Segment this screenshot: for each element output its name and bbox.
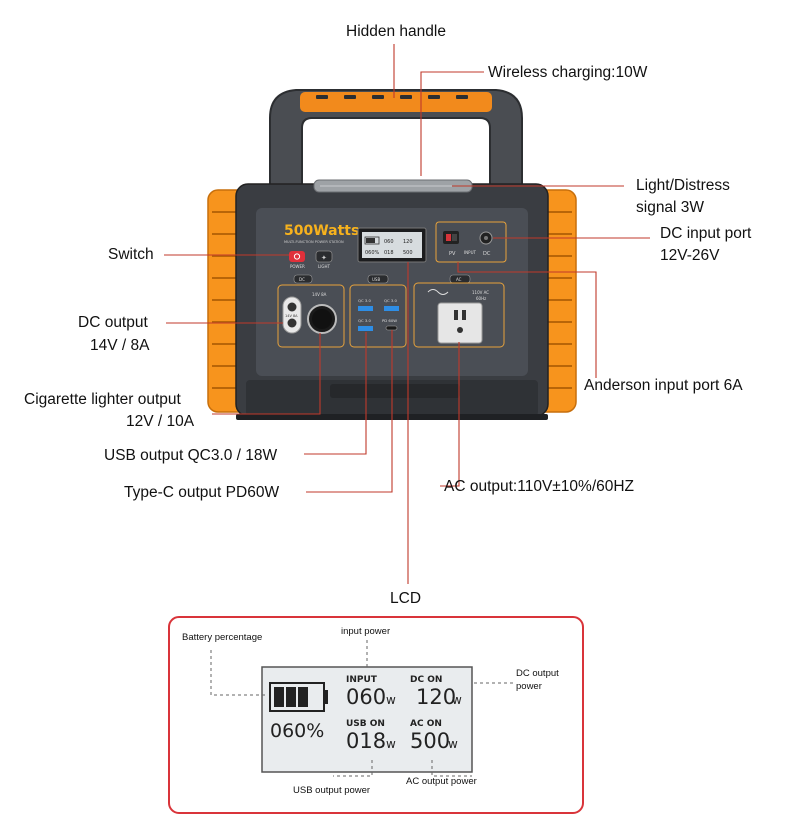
label-typec-output: Type-C output PD60W	[124, 484, 280, 501]
lcd-battery-value: 060%	[270, 720, 324, 742]
power-station-device: 500Watts MULTI-FUNCTION POWER STATION PO…	[207, 89, 577, 420]
light-label: LIGHT	[318, 264, 331, 269]
dc-tag-button[interactable]	[293, 274, 313, 284]
brand-logo: 500Watts	[284, 223, 359, 239]
label-hidden-handle: Hidden handle	[346, 23, 446, 40]
svg-text:60Hz: 60Hz	[476, 296, 486, 301]
svg-text:018: 018	[384, 250, 394, 256]
svg-text:QC 3.0: QC 3.0	[384, 298, 397, 303]
lcd-guide-lines	[210, 640, 515, 777]
label-lcd: LCD	[390, 590, 422, 607]
svg-text:INPUT: INPUT	[464, 250, 477, 255]
svg-text:060%: 060%	[365, 250, 380, 256]
label-wireless-charging: Wireless charging:10W	[488, 64, 648, 81]
usb-port-3[interactable]	[358, 326, 373, 331]
usb-tag-button[interactable]	[367, 274, 389, 284]
svg-text:060: 060	[384, 239, 394, 245]
usb-port-2[interactable]	[384, 306, 399, 311]
lcd-dc-heading: DC ON	[410, 675, 442, 685]
brand-subtitle: MULTI-FUNCTION POWER STATION	[284, 240, 344, 244]
svg-text:14V 8A: 14V 8A	[312, 292, 327, 297]
label-dc-input-line1: DC input port	[660, 225, 752, 242]
label-dc-output-power-line2: power	[516, 681, 542, 692]
lcd-usb-value: 018	[346, 729, 386, 753]
svg-text:PV: PV	[449, 251, 456, 257]
svg-text:14V 8A: 14V 8A	[285, 314, 298, 318]
label-input-power: input power	[341, 626, 391, 637]
input-section	[435, 221, 507, 263]
svg-text:QC 3.0: QC 3.0	[358, 318, 371, 323]
svg-text:110V AC: 110V AC	[472, 290, 489, 295]
lcd-ac-heading: AC ON	[410, 719, 442, 729]
lcd-dc-unit: w	[452, 693, 462, 707]
svg-text:500: 500	[403, 250, 413, 256]
label-anderson: Anderson input port 6A	[584, 377, 743, 394]
svg-text:USB: USB	[372, 277, 380, 282]
typec-port[interactable]	[385, 325, 398, 331]
usb-port-1[interactable]	[358, 306, 373, 311]
power-icon	[293, 253, 301, 260]
ac-socket[interactable]	[437, 302, 483, 344]
svg-text:120: 120	[403, 239, 413, 245]
label-dc-output-power-line1: DC output	[516, 668, 559, 679]
label-usb-output-power: USB output power	[293, 785, 371, 796]
usb-output-section	[349, 284, 407, 348]
label-switch: Switch	[108, 246, 154, 263]
power-label: POWER	[290, 264, 305, 269]
label-ac-output: AC output:110V±10%/60HZ	[444, 478, 635, 495]
light-icon: ✦	[321, 254, 327, 262]
battery-icon	[269, 682, 328, 712]
svg-text:DC: DC	[299, 277, 305, 282]
lcd-usb-heading: USB ON	[346, 719, 385, 729]
label-usb-output: USB output QC3.0 / 18W	[104, 447, 278, 464]
label-dc-output-line2: 14V / 8A	[90, 337, 150, 354]
label-battery-percentage: Battery percentage	[182, 632, 263, 643]
lcd-ac-value: 500	[410, 729, 450, 753]
light-button[interactable]	[315, 250, 333, 263]
svg-text:DC: DC	[483, 251, 491, 257]
power-button[interactable]	[289, 251, 305, 262]
svg-text:AC: AC	[456, 277, 462, 282]
label-dc-input-line2: 12V-26V	[660, 247, 720, 264]
label-light-distress-line2: signal 3W	[636, 199, 705, 216]
lcd-input-unit: w	[386, 693, 396, 707]
label-light-distress-line1: Light/Distress	[636, 177, 730, 194]
label-dc-output-line1: DC output	[78, 314, 148, 331]
label-cig-lighter-line2: 12V / 10A	[126, 413, 195, 430]
callout-lines	[164, 44, 650, 584]
label-cig-lighter-line1: Cigarette lighter output	[24, 391, 181, 408]
svg-text:QC 3.0: QC 3.0	[358, 298, 371, 303]
dc-output-section	[277, 284, 345, 348]
lcd-usb-unit: w	[386, 737, 396, 751]
dc-output-port[interactable]	[282, 296, 302, 334]
lcd-input-heading: INPUT	[346, 675, 378, 685]
lcd-input-value: 060	[346, 685, 386, 709]
label-ac-output-power: AC output power	[406, 776, 477, 787]
lcd-dc-value: 120	[416, 685, 456, 709]
lcd-detail-screen	[261, 666, 473, 773]
svg-text:PD 60W: PD 60W	[382, 318, 397, 323]
lcd-ac-unit: w	[448, 737, 458, 751]
